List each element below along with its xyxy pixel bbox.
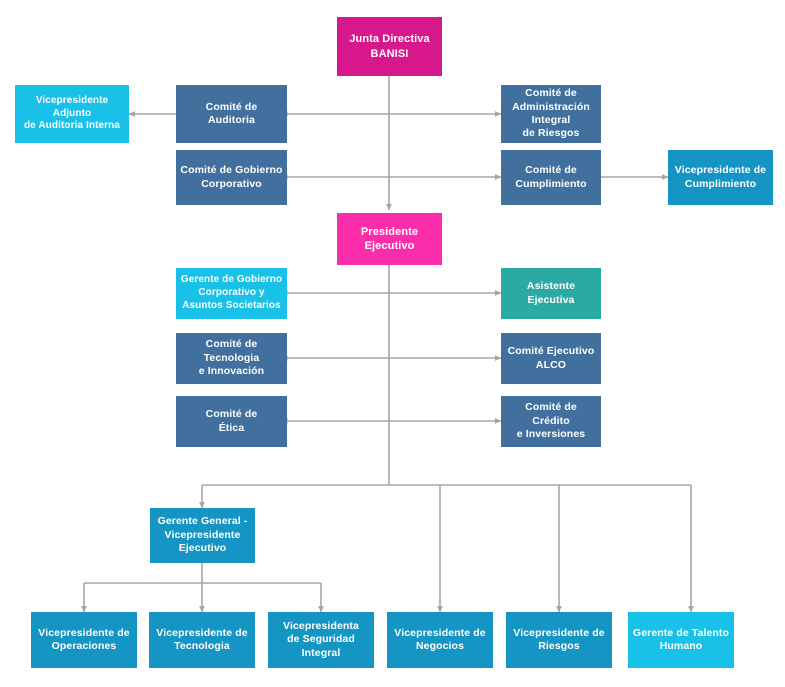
node-vicepresidente-negocios-label: Vicepresidente de Negocios xyxy=(394,626,486,652)
node-presidente-ejecutivo[interactable]: Presidente Ejecutivo xyxy=(337,213,442,265)
node-vicepresidente-tecnologia[interactable]: Vicepresidente de Tecnologia xyxy=(149,612,255,668)
node-vp-adjunto-auditoria-interna[interactable]: Vicepresidente Adjunto de Auditoria Inte… xyxy=(15,85,129,143)
node-comite-tecnologia-innovacion-label: Comité de Tecnologia e Innovación xyxy=(198,338,265,378)
node-comite-auditoria-label: Comité de Auditoria xyxy=(205,100,258,126)
node-vicepresidenta-seguridad-integral[interactable]: Vicepresidenta de Seguridad Integral xyxy=(268,612,374,668)
node-comite-credito-inversiones[interactable]: Comité de Crédito e Inversiones xyxy=(501,396,601,447)
node-comite-cumplimiento-label: Comité de Cumplimiento xyxy=(515,164,587,190)
node-comite-administracion-integral-riesgos[interactable]: Comité de Administración Integral de Rie… xyxy=(501,85,601,143)
node-comite-cumplimiento[interactable]: Comité de Cumplimiento xyxy=(501,150,601,205)
node-comite-gobierno-corporativo-label: Comité de Gobierno Corporativo xyxy=(180,164,283,190)
node-presidente-ejecutivo-label: Presidente Ejecutivo xyxy=(360,225,419,252)
node-vicepresidente-cumplimiento[interactable]: Vicepresidente de Cumplimiento xyxy=(668,150,773,205)
node-vicepresidente-negocios[interactable]: Vicepresidente de Negocios xyxy=(387,612,493,668)
node-asistente-ejecutiva-label: Asistente Ejecutiva xyxy=(526,280,576,306)
node-vicepresidente-operaciones[interactable]: Vicepresidente de Operaciones xyxy=(31,612,137,668)
node-comite-auditoria[interactable]: Comité de Auditoria xyxy=(176,85,287,143)
node-vicepresidenta-seguridad-integral-label: Vicepresidenta de Seguridad Integral xyxy=(283,619,359,659)
node-comite-ejecutivo-alco[interactable]: Comité Ejecutivo ALCO xyxy=(501,333,601,384)
node-vicepresidente-riesgos[interactable]: Vicepresidente de Riesgos xyxy=(506,612,612,668)
node-junta-directiva[interactable]: Junta Directiva BANISI xyxy=(337,17,442,76)
node-vicepresidente-tecnologia-label: Vicepresidente de Tecnologia xyxy=(156,626,248,652)
node-gerente-general-vicepresidente-ejecutivo-label: Gerente General - Vicepresidente Ejecuti… xyxy=(157,515,248,555)
node-gerente-general-vicepresidente-ejecutivo[interactable]: Gerente General - Vicepresidente Ejecuti… xyxy=(150,508,255,563)
node-vicepresidente-operaciones-label: Vicepresidente de Operaciones xyxy=(38,626,130,652)
node-vp-adjunto-auditoria-interna-label: Vicepresidente Adjunto de Auditoria Inte… xyxy=(23,94,121,132)
node-comite-etica-label: Comité de Ética xyxy=(205,408,258,434)
node-comite-credito-inversiones-label: Comité de Crédito e Inversiones xyxy=(516,401,586,441)
node-comite-gobierno-corporativo[interactable]: Comité de Gobierno Corporativo xyxy=(176,150,287,205)
node-gerente-gobierno-corporativo-label: Gerente de Gobierno Corporativo y Asunto… xyxy=(180,274,283,311)
node-comite-ejecutivo-alco-label: Comité Ejecutivo ALCO xyxy=(507,345,595,371)
node-junta-directiva-label: Junta Directiva BANISI xyxy=(349,33,430,60)
node-vicepresidente-riesgos-label: Vicepresidente de Riesgos xyxy=(513,626,605,652)
node-gerente-gobierno-corporativo[interactable]: Gerente de Gobierno Corporativo y Asunto… xyxy=(176,268,287,319)
node-gerente-talento-humano[interactable]: Gerente de Talento Humano xyxy=(628,612,734,668)
node-vicepresidente-cumplimiento-label: Vicepresidente de Cumplimiento xyxy=(674,164,767,190)
node-comite-etica[interactable]: Comité de Ética xyxy=(176,396,287,447)
node-gerente-talento-humano-label: Gerente de Talento Humano xyxy=(632,626,730,652)
node-comite-administracion-integral-riesgos-label: Comité de Administración Integral de Rie… xyxy=(512,87,590,140)
node-asistente-ejecutiva[interactable]: Asistente Ejecutiva xyxy=(501,268,601,319)
node-comite-tecnologia-innovacion[interactable]: Comité de Tecnologia e Innovación xyxy=(176,333,287,384)
